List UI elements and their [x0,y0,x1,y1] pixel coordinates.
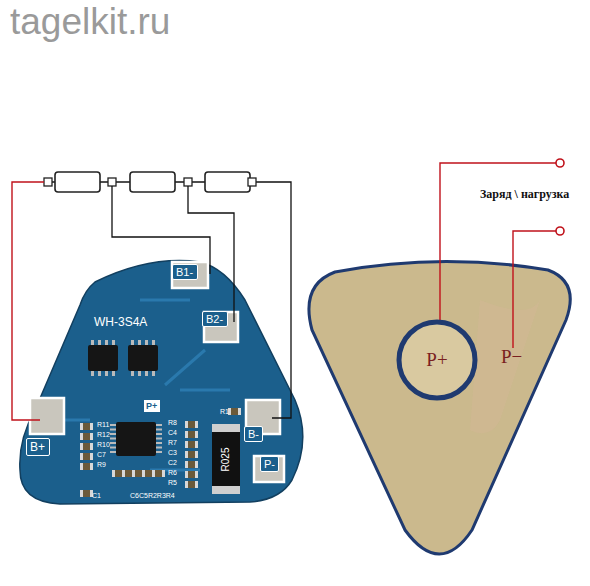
balance-wire [188,186,234,322]
smd-component [185,431,198,438]
battery-cell [130,172,175,192]
smd-component [132,470,145,477]
component-ref: C4 [168,429,177,437]
component-ref: R9 [97,461,106,469]
solder-pad [204,312,238,342]
pad-label: B- [244,426,263,442]
terminal-circle: P+ [395,318,479,402]
smd-component [80,490,93,497]
power-wire [440,163,556,322]
power-wire [12,182,44,420]
pad-label: P- [260,456,279,472]
component-ref: R11 [97,421,109,429]
balance-wire [112,186,210,274]
smd-component [185,461,198,468]
terminal-note: Заряд \ нагрузка [480,188,569,201]
board-text: WH-3S4A [94,315,147,329]
battery-cell [55,172,100,192]
test-pad: P+ [144,400,160,412]
pcb-board: WH-3S4A B1- B2- B+ P+ R025 B- P- [12,248,312,510]
pad-name: B2- [206,313,224,325]
component-ref: R12 [97,431,110,439]
smd-component [185,481,198,488]
part-marking: R025 [221,447,232,471]
pad-name: P- [264,458,275,470]
cell-tab [44,178,52,186]
smd-component [80,453,93,460]
smd-component [80,443,93,450]
cell-tab [108,178,116,186]
cell-link [175,181,205,183]
pad-name: B+ [30,440,46,454]
mosfet-chip [128,345,158,371]
board-text: P− [501,346,522,368]
pad-label: B2- [202,311,228,327]
pcb-board: P− P+ [298,250,583,575]
pad-label: B+ [26,438,50,456]
power-wire [513,231,556,348]
smd-component [152,470,165,477]
component-ref: R10 [97,441,110,449]
smd-component [185,451,198,458]
smd-component [80,463,93,470]
cell-link [45,181,55,183]
cell-tab [184,178,192,186]
smd-component [142,470,155,477]
smd-component [228,408,241,415]
battery-cell [205,172,250,192]
solder-pad [172,262,208,288]
pad-name: P+ [146,401,158,411]
cell-link [100,181,130,183]
pcb-outline [20,261,303,504]
solder-pad [30,398,64,434]
component-ref: R7 [168,439,177,447]
component-ref: C3 [168,449,177,457]
mosfet-chip [88,345,118,371]
cell-link [250,181,258,183]
terminal-name: P+ [426,349,447,371]
wire-terminal [556,159,564,167]
smd-component [185,441,198,448]
component-ref: R8 [168,419,177,427]
smd-component [112,470,125,477]
component-ref: C1 [92,492,101,500]
pad-name: B- [248,428,259,440]
pad-name: B1- [176,266,194,278]
component-ref: C2 [168,459,177,467]
smd-component [185,421,198,428]
smd-component [80,423,93,430]
component-ref: R6 [168,469,177,477]
pad-label: B1- [172,264,198,280]
shunt-resistor: R025 [212,424,240,494]
component-ref: C6C5R2R3R4 [130,492,175,500]
controller-ic [116,422,156,456]
component-ref: C7 [97,451,106,459]
pcb-back [309,261,570,554]
component-ref: R5 [168,479,177,487]
wire-terminal [556,227,564,235]
watermark: tagelkit.ru [10,2,170,43]
cell-tab [248,178,256,186]
smd-component [185,471,198,478]
balance-wire [258,182,291,418]
solder-pad [254,456,284,482]
smd-component [122,470,135,477]
smd-component [80,433,93,440]
component-ref: R1 [220,408,229,416]
